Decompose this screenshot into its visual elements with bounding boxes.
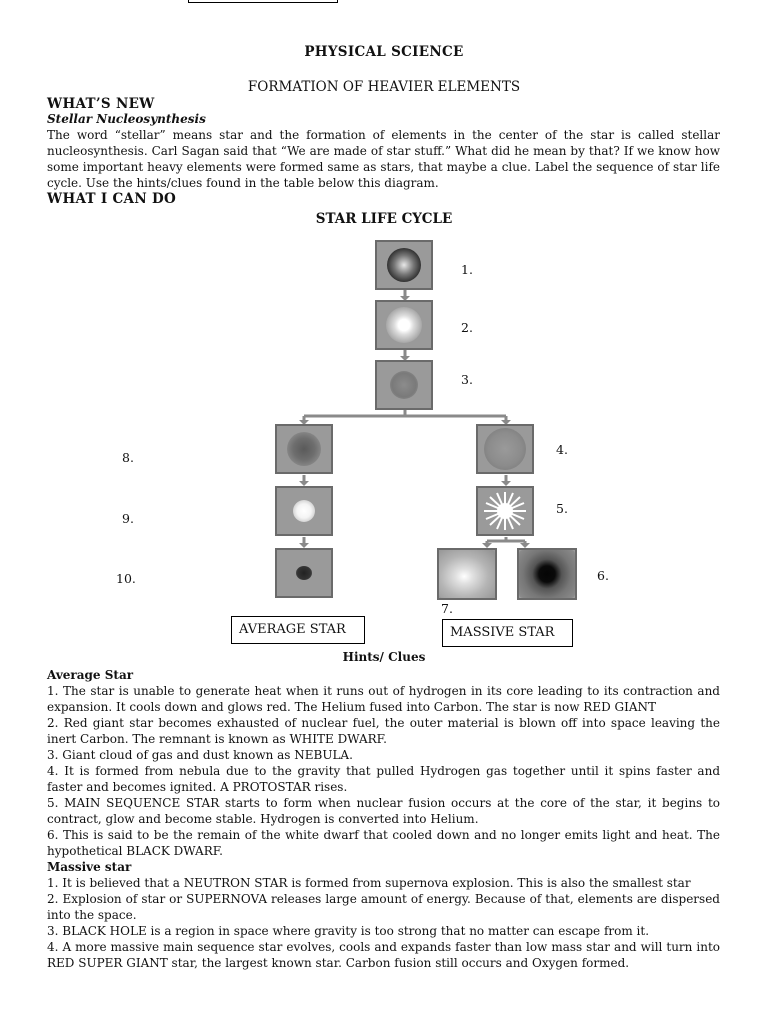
average-hint-2: 2. Red giant star becomes exhausted of n… [47,715,720,747]
massive-hint-1: 1. It is believed that a NEUTRON STAR is… [47,875,720,891]
label-number-9: 9. [122,511,134,526]
average-hint-5: 5. MAIN SEQUENCE STAR starts to form whe… [47,795,720,827]
stage-1-image [375,240,433,290]
stage-7-image [437,548,497,600]
label-number-3: 3. [461,372,473,387]
stage-2-image [375,300,433,350]
average-star-label: AVERAGE STAR [231,616,365,644]
average-hint-4: 4. It is formed from nebula due to the g… [47,763,720,795]
stage-3-image [375,360,433,410]
stage-6-image [517,548,577,600]
label-number-6: 6. [597,568,609,583]
massive-hint-4: 4. A more massive main sequence star evo… [47,939,720,971]
label-number-7: 7. [441,601,453,616]
stage-9-image [275,486,333,536]
label-number-10: 10. [116,571,136,586]
average-hint-6: 6. This is said to be the remain of the … [47,827,720,859]
label-number-2: 2. [461,320,473,335]
label-number-8: 8. [122,450,134,465]
stage-10-image [275,548,333,598]
label-number-4: 4. [556,442,568,457]
massive-hint-2: 2. Explosion of star or SUPERNOVA releas… [47,891,720,923]
stage-5-image [476,486,534,536]
hints-section: Average Star 1. The star is unable to ge… [47,667,720,971]
stage-4-image [476,424,534,474]
average-hint-3: 3. Giant cloud of gas and dust known as … [47,747,720,763]
hints-title: Hints/ Clues [0,650,768,664]
label-number-1: 1. [461,262,473,277]
massive-star-label: MASSIVE STAR [442,619,573,647]
average-star-heading: Average Star [47,667,720,683]
stage-8-image [275,424,333,474]
average-hint-1: 1. The star is unable to generate heat w… [47,683,720,715]
massive-hint-3: 3. BLACK HOLE is a region in space where… [47,923,720,939]
massive-star-heading: Massive star [47,859,720,875]
label-number-5: 5. [556,501,568,516]
